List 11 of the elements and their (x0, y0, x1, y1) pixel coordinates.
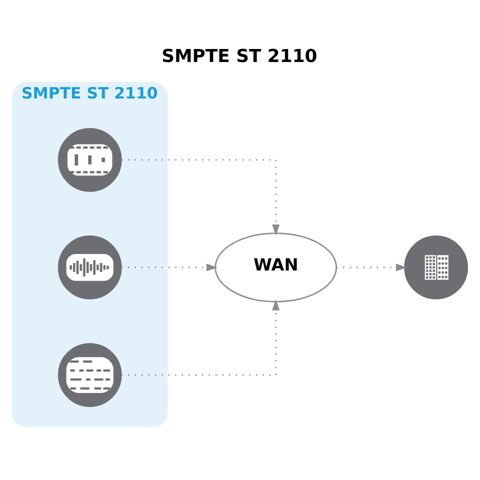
node-picture (58, 236, 122, 300)
cluster: SMPTE ST 2110 (12, 82, 168, 428)
arrow (121, 264, 218, 272)
node-picture (58, 128, 122, 192)
node-ellipse: WAN (214, 232, 338, 302)
arrow (336, 264, 407, 272)
arrow (121, 159, 280, 236)
arrow (121, 299, 280, 376)
node-picture (58, 343, 122, 407)
diagram-title: SMPTE ST 2110 (162, 46, 318, 68)
node-picture (404, 236, 468, 300)
